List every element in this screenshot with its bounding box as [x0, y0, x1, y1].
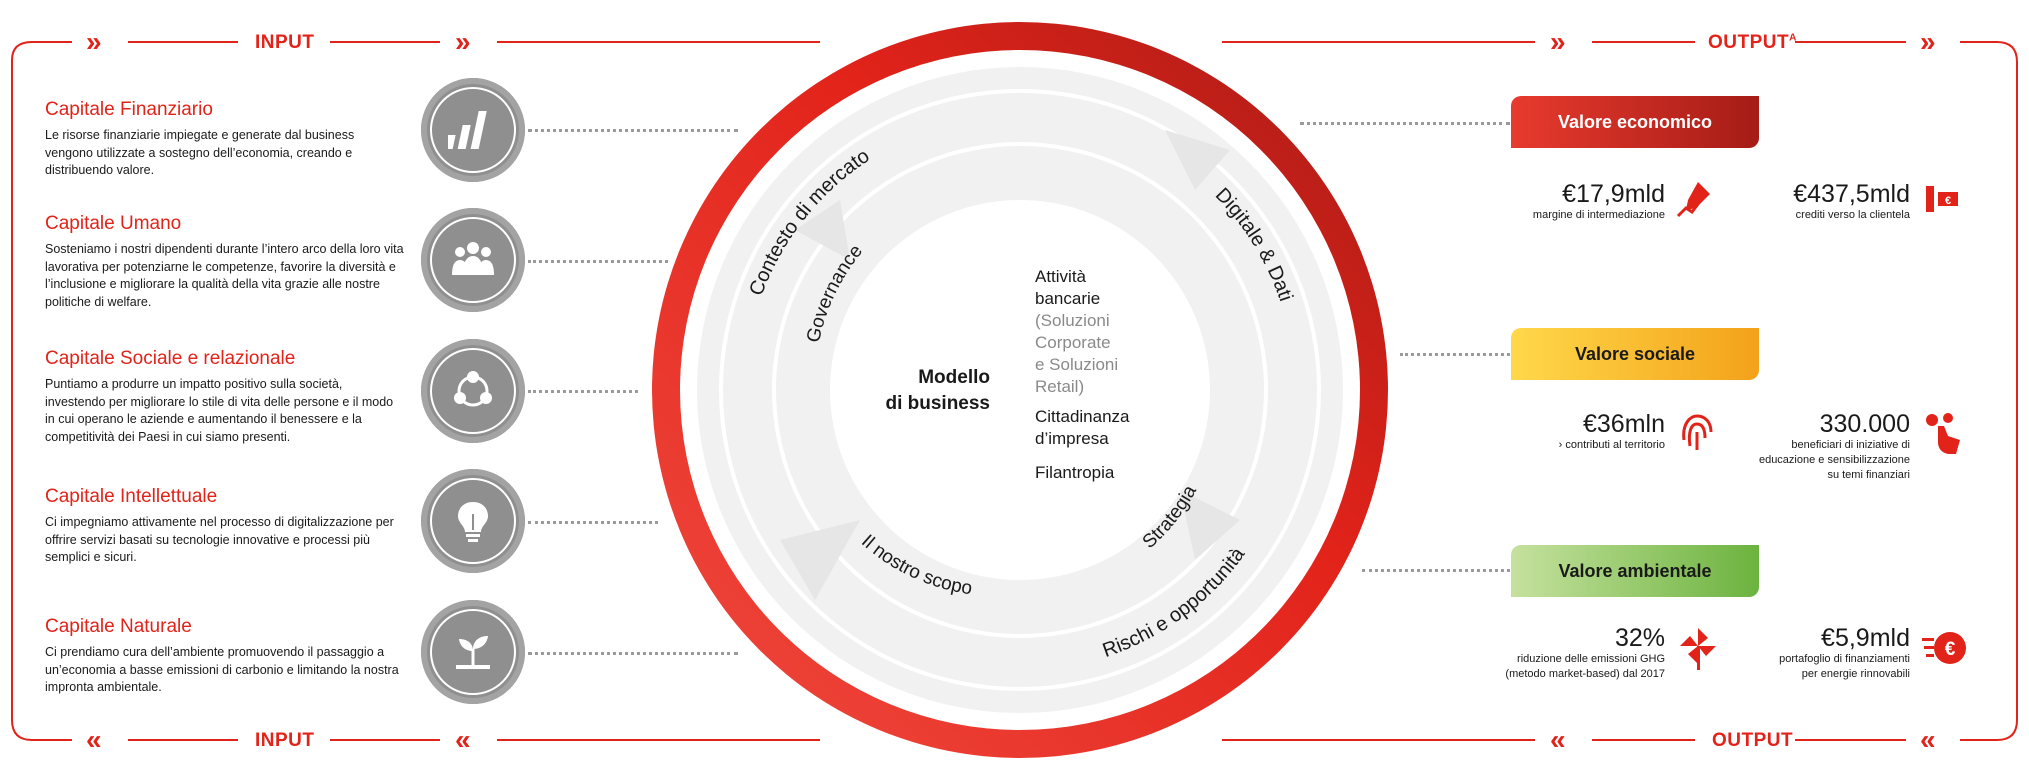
metric-margin: €17,9mld margine di intermediazione — [1532, 180, 1665, 221]
connector — [1300, 122, 1510, 125]
hand-click-icon — [1926, 413, 1960, 454]
economic-value-bar: Valore economico — [1511, 96, 1759, 148]
connector — [528, 129, 738, 132]
capital-social: Capitale Sociale e relazionale Puntiamo … — [45, 348, 405, 446]
capital-title: Capitale Finanziario — [45, 99, 213, 120]
chevron-right-icon: » — [455, 26, 471, 57]
connector — [1362, 569, 1510, 572]
capital-description: Le risorse finanziarie impiegate e gener… — [45, 128, 355, 177]
input-header: INPUT — [255, 32, 315, 53]
chevron-left-icon: « — [86, 724, 102, 755]
connector — [528, 652, 738, 655]
chevron-right-icon: » — [1920, 26, 1936, 57]
capital-title: Capitale Sociale e relazionale — [45, 348, 296, 369]
metric-contributions: €36mln › contributi al territorio — [1558, 410, 1665, 451]
connector — [528, 260, 668, 263]
activities-list: Attività bancarie (Soluzioni Corporate e… — [1035, 267, 1130, 482]
capital-financial: Capitale Finanziario Le risorse finanzia… — [45, 99, 405, 180]
capital-description: Sosteniamo i nostri dipendenti durante l… — [45, 242, 404, 309]
bar-chart-icon — [421, 78, 525, 182]
output-header: OUTPUTA — [1708, 32, 1797, 53]
svg-text:€: € — [1945, 195, 1951, 207]
capital-title: Capitale Naturale — [45, 616, 192, 637]
network-icon — [421, 339, 525, 443]
capital-description: Ci prendiamo cura dell’ambiente promuove… — [45, 645, 399, 694]
connector — [528, 390, 638, 393]
environmental-value-bar: Valore ambientale — [1511, 545, 1759, 597]
social-value-bar: Valore sociale — [1511, 328, 1759, 380]
input-footer: INPUT — [255, 730, 315, 751]
connector — [528, 521, 658, 524]
capital-description: Puntiamo a produrre un impatto positivo … — [45, 377, 394, 444]
capital-human: Capitale Umano Sosteniamo i nostri dipen… — [45, 213, 405, 311]
euro-coin-icon: € — [1922, 632, 1966, 664]
hand-euro-icon: € — [1926, 186, 1958, 212]
svg-text:€: € — [1945, 639, 1956, 660]
sprout-icon — [421, 600, 525, 704]
chevron-right-icon: » — [1550, 26, 1566, 57]
fingerprint-icon — [1682, 414, 1713, 450]
connector — [1400, 353, 1510, 356]
chevron-left-icon: « — [455, 724, 471, 755]
pen-chart-icon — [1676, 182, 1710, 218]
chevron-right-icon: » — [86, 26, 102, 57]
lightbulb-icon — [421, 469, 525, 573]
capital-natural: Capitale Naturale Ci prendiamo cura dell… — [45, 616, 405, 697]
metric-loans: €437,5mld crediti verso la clientela — [1793, 180, 1910, 221]
business-model-wheel: Contesto di mercato Digitale & Dati Risc… — [652, 22, 1388, 758]
center-title: Modello di business — [885, 367, 990, 414]
capital-title: Capitale Intellettuale — [45, 486, 218, 507]
output-footer: OUTPUT — [1712, 730, 1794, 751]
metric-beneficiaries: 330.000 beneficiari di iniziative di edu… — [1758, 410, 1910, 481]
metric-ghg-reduction: 32% riduzione delle emissioni GHG (metod… — [1505, 624, 1665, 680]
chevron-left-icon: « — [1920, 724, 1936, 755]
pinwheel-icon — [1680, 628, 1716, 670]
capital-title: Capitale Umano — [45, 213, 182, 234]
capital-description: Ci impegniamo attivamente nel processo d… — [45, 515, 394, 564]
chevron-left-icon: « — [1550, 724, 1566, 755]
capital-intellectual: Capitale Intellettuale Ci impegniamo att… — [45, 486, 405, 567]
people-icon — [421, 208, 525, 312]
metric-renewables: €5,9mld portafoglio di finanziamenti per… — [1779, 624, 1910, 680]
